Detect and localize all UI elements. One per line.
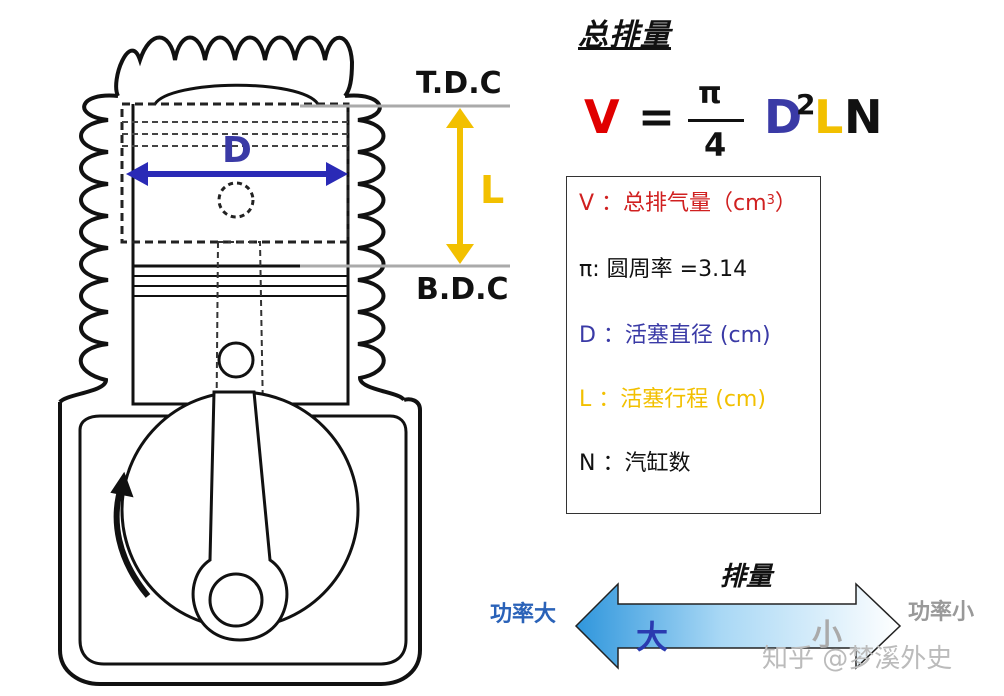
page-title: 总排量 [578, 18, 671, 53]
formula-denominator: 4 [704, 126, 727, 164]
tdc-label: T.D.C [416, 66, 502, 101]
formula-equals: = [638, 92, 675, 143]
formula-v: V [584, 90, 620, 144]
legend-box: V ：总排气量（cm3） π: 圆周率 =3.14 D ：活塞直径 (cm) L… [566, 176, 821, 514]
cylinder-left-fins [58, 93, 119, 404]
legend-pi: π: 圆周率 =3.14 [579, 257, 748, 282]
formula-l: L [814, 90, 844, 144]
formula-exponent: 2 [796, 88, 816, 121]
watermark: 知乎 @梦溪外史 [762, 644, 953, 674]
crankcase-outline [58, 397, 422, 686]
combustion-dome [153, 83, 320, 106]
cylinder-fins-outline [114, 35, 355, 98]
formula-fraction-bar [688, 119, 744, 122]
rotation-arrow [113, 483, 151, 598]
stroke-label: L [480, 168, 505, 212]
displacement-label: 排量 [720, 562, 773, 592]
bdc-label: B.D.C [416, 272, 509, 307]
legend-d: D ：活塞直径 (cm) [579, 323, 771, 348]
legend-v: V ：总排气量（cm3） [579, 191, 797, 216]
pin-tdc [217, 181, 255, 219]
bore-label: D [222, 130, 252, 171]
displacement-scale-arrow [574, 582, 902, 670]
crank-journal [208, 572, 264, 628]
formula-d: D [764, 90, 803, 144]
pin-bdc [217, 341, 255, 379]
formula-pi: π [698, 76, 722, 111]
legend-l: L ：活塞行程 (cm) [579, 387, 766, 412]
legend-n: N ：汽缸数 [579, 451, 691, 476]
small-label: 小 [812, 618, 842, 653]
crankcase-inner [78, 414, 408, 666]
power-small-label: 功率小 [908, 600, 975, 625]
power-large-label: 功率大 [490, 602, 557, 627]
formula-n: N [844, 90, 883, 144]
connecting-rod [191, 390, 289, 642]
cylinder-right-fins [344, 93, 406, 402]
big-label: 大 [636, 618, 669, 656]
